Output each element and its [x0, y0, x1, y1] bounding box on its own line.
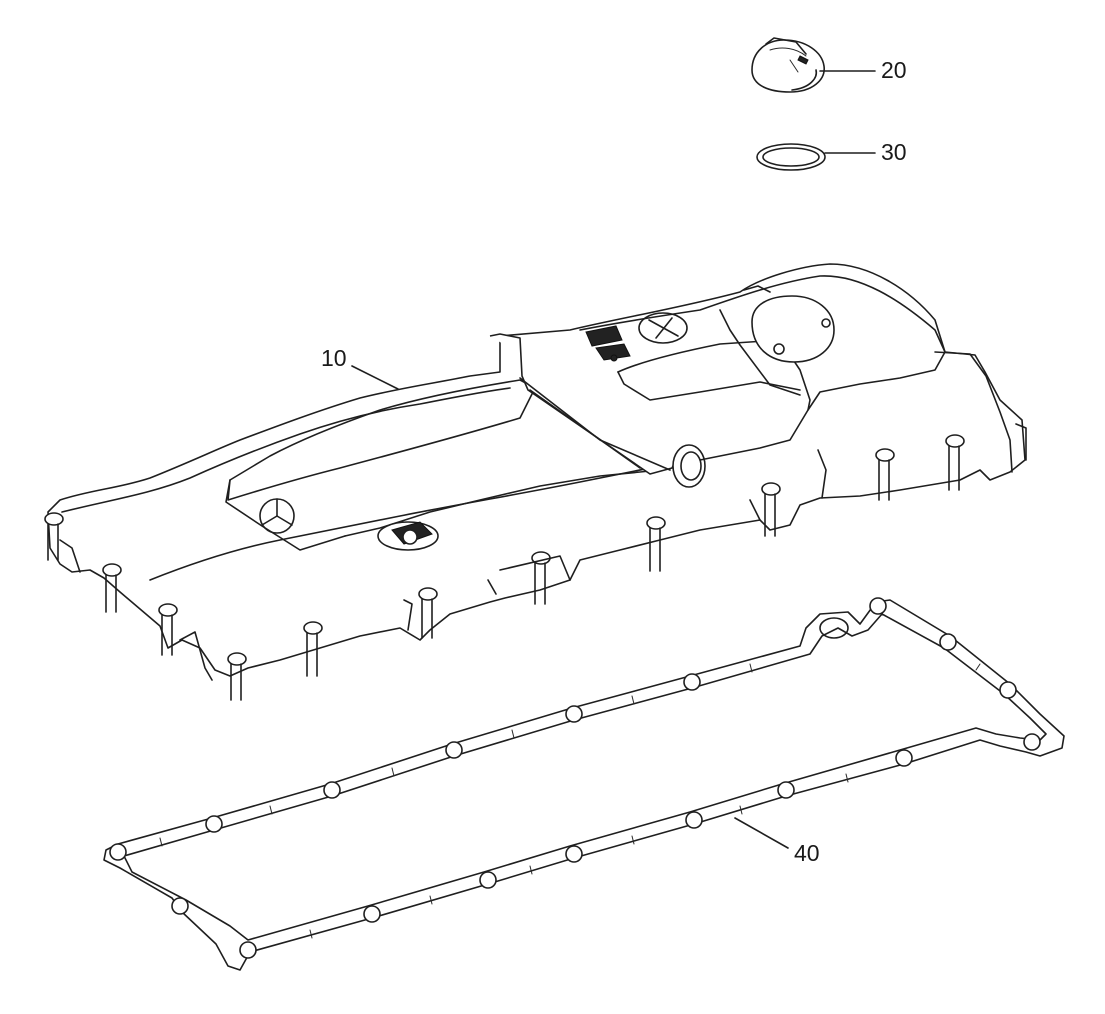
- bolt: [945, 434, 965, 491]
- callout-label-30: 30: [881, 139, 907, 165]
- seal-ring-part: [756, 143, 826, 171]
- callout-label-40: 40: [794, 840, 820, 866]
- star-emblem-rear: [638, 312, 688, 344]
- breather-tube: [489, 333, 706, 488]
- warning-symbol-block: [585, 325, 631, 362]
- bolt: [303, 621, 323, 677]
- bolt: [418, 587, 438, 639]
- bolt: [102, 563, 122, 613]
- callout-label-20: 20: [881, 57, 907, 83]
- cylinder-head-cover-part: [44, 263, 1027, 701]
- star-emblem-front: [259, 498, 295, 534]
- filler-neck: [377, 521, 439, 551]
- bolt: [44, 512, 64, 561]
- leader-line-40: [734, 817, 789, 849]
- callout-label-10: 10: [321, 345, 347, 371]
- bolt: [875, 448, 895, 501]
- filler-cap-part: [751, 37, 825, 93]
- bolt: [227, 652, 247, 701]
- leader-line-10: [351, 365, 399, 390]
- gasket-part: [103, 597, 1065, 971]
- bolt: [646, 516, 666, 572]
- mounting-bolts: [44, 434, 965, 701]
- bolt: [158, 603, 178, 656]
- mounted-cap: [743, 285, 835, 363]
- bolt: [761, 482, 781, 537]
